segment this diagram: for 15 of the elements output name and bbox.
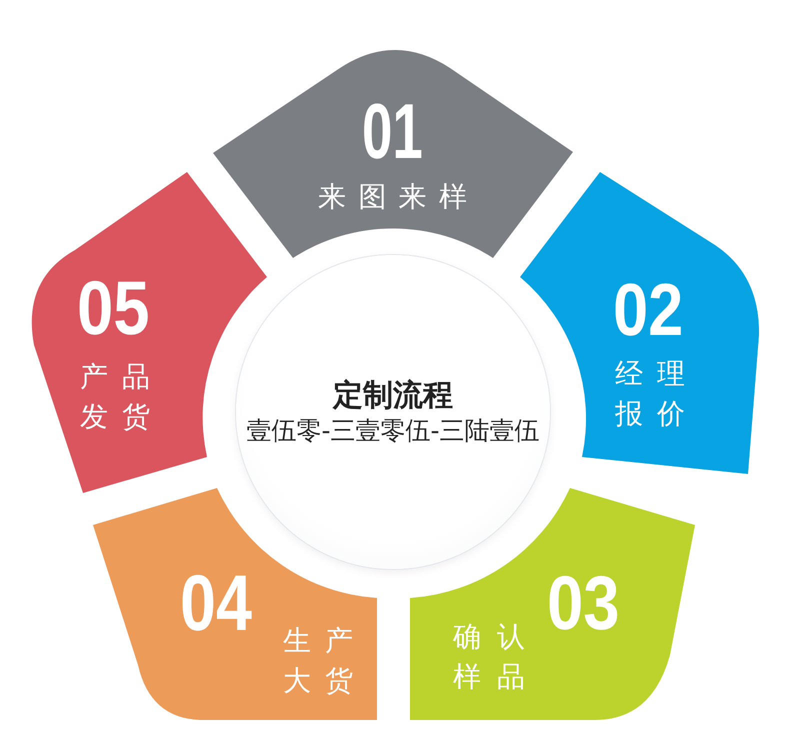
step-label: 确认样品 [453,619,525,695]
step-label: 产品发货 [80,359,150,435]
step-label: 经理报价 [615,356,685,432]
step-number: 02 [613,282,684,338]
step-segment [410,488,695,720]
step-number: 04 [180,573,252,632]
step-label: 来图来样 [318,179,467,215]
step-segment [213,50,573,258]
step-segment [93,488,377,720]
step-number: 03 [547,575,620,632]
step-number: 05 [77,280,150,337]
contact-number: 壹伍零-三壹零伍-三陆壹伍 [246,415,540,448]
center-title: 定制流程 [333,377,453,416]
step-number: 01 [362,102,423,160]
step-label: 生产大货 [283,623,353,699]
